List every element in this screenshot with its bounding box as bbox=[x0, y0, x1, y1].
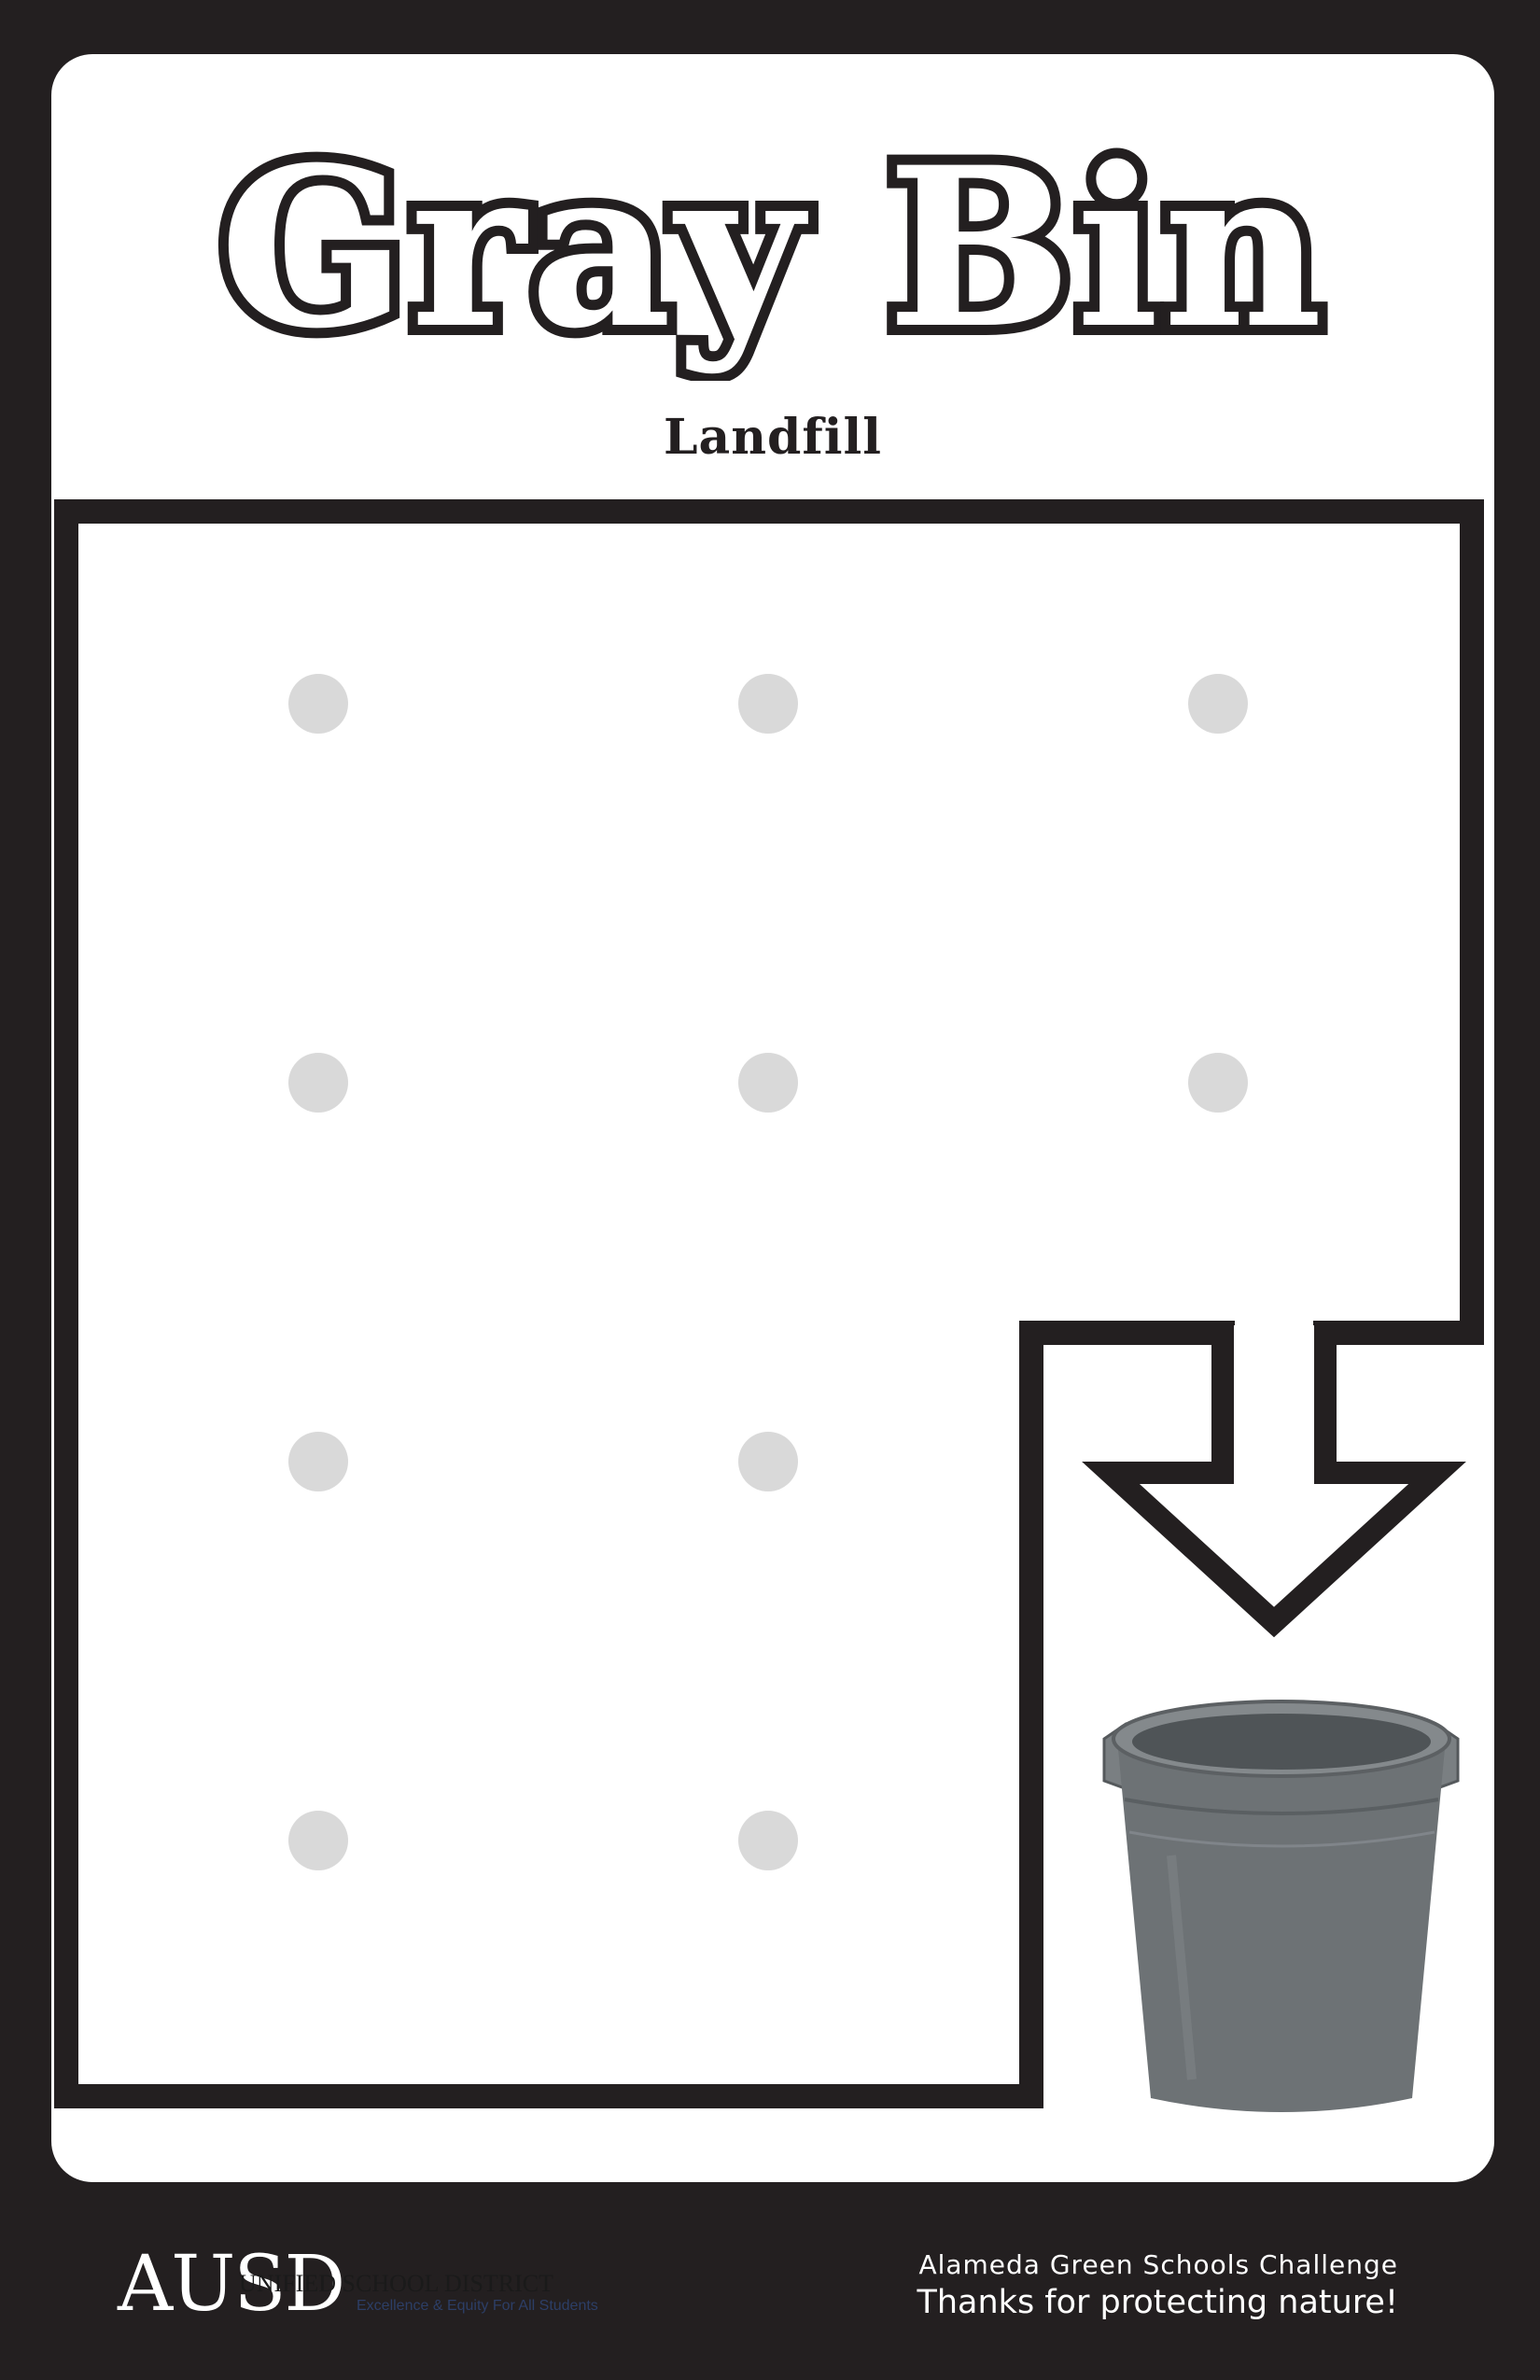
item-slot bbox=[738, 674, 798, 734]
poster-title-art: Gray Bin bbox=[209, 138, 1333, 381]
challenge-name: Alameda Green Schools Challenge bbox=[918, 2249, 1398, 2280]
item-slot bbox=[288, 674, 348, 734]
item-slot bbox=[1188, 1053, 1248, 1113]
ausd-logo: AUSD UNIFIED SCHOOL DISTRICT Excellence … bbox=[118, 2240, 598, 2343]
poster-subtitle: Landfill bbox=[663, 409, 883, 466]
ausd-logo-text: AUSD bbox=[118, 2240, 345, 2329]
item-slot bbox=[738, 1811, 798, 1870]
district-motto: Excellence & Equity For All Students bbox=[357, 2298, 598, 2314]
item-slot bbox=[738, 1053, 798, 1113]
footer-message: Alameda Green Schools Challenge Thanks f… bbox=[917, 2249, 1398, 2321]
gray-trash-can-icon bbox=[1102, 1700, 1460, 2112]
poster-card: Gray Bin Landfill bbox=[51, 54, 1494, 2182]
item-slot bbox=[1188, 674, 1248, 734]
item-slot bbox=[288, 1053, 348, 1113]
down-arrow-icon bbox=[1082, 1320, 1466, 1638]
poster-title: Gray Bin bbox=[219, 138, 1326, 377]
sorting-board bbox=[54, 499, 1484, 2112]
item-slot bbox=[288, 1811, 348, 1870]
thanks-message: Thanks for protecting nature! bbox=[917, 2284, 1398, 2321]
item-slot bbox=[738, 1432, 798, 1491]
title-block: Gray Bin bbox=[51, 138, 1494, 381]
district-name: UNIFIED SCHOOL DISTRICT bbox=[239, 2270, 554, 2297]
board-frame bbox=[54, 499, 1484, 2108]
item-slot bbox=[288, 1432, 348, 1491]
